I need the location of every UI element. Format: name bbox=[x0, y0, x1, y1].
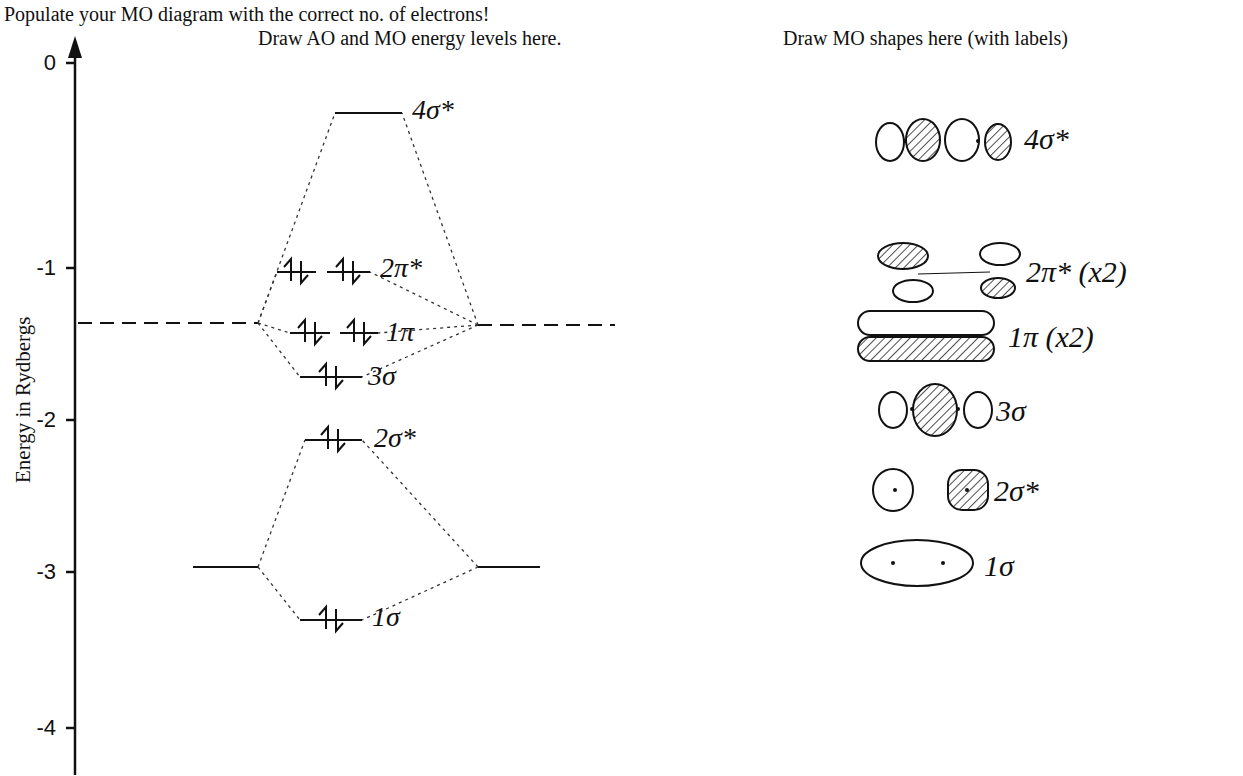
mo-shape-label: 3σ bbox=[996, 394, 1026, 427]
electron-arrow bbox=[336, 366, 343, 388]
axis-tick-label: 0 bbox=[44, 51, 56, 75]
mo-level-label: 2π* bbox=[380, 253, 422, 284]
column-heading: Draw MO shapes here (with labels) bbox=[783, 27, 1068, 49]
mo-level-label: 3σ bbox=[368, 361, 396, 392]
mo-level-label: 1σ bbox=[372, 602, 400, 633]
instruction-title: Populate your MO diagram with the correc… bbox=[4, 3, 489, 25]
axis-title: Energy in Rydbergs bbox=[12, 317, 35, 483]
electron-arrow bbox=[319, 364, 326, 386]
electron-arrow bbox=[321, 427, 328, 449]
nucleus-dots bbox=[891, 139, 980, 565]
electron-arrows bbox=[284, 259, 371, 631]
mo-shape-label: 2σ* bbox=[994, 474, 1039, 507]
ao-levels bbox=[78, 323, 615, 567]
mo-shapes bbox=[858, 119, 1020, 586]
mo-shape-label: 1σ bbox=[984, 549, 1014, 582]
electron-arrow bbox=[298, 320, 305, 342]
mo-shape-label: 1π (x2) bbox=[1008, 320, 1094, 353]
axis-tick-label: -3 bbox=[36, 560, 56, 584]
electron-arrow bbox=[336, 609, 343, 631]
electron-arrow bbox=[353, 261, 360, 283]
axis-tick-label: -1 bbox=[36, 256, 56, 280]
electron-arrow bbox=[315, 322, 322, 344]
mo-levels bbox=[277, 113, 402, 620]
electron-arrow bbox=[301, 261, 308, 283]
mo-level-label: 1π bbox=[386, 317, 414, 348]
electron-arrow bbox=[338, 429, 345, 451]
axis-arrowhead bbox=[68, 36, 82, 58]
electron-arrow bbox=[347, 320, 354, 342]
electron-arrow bbox=[364, 322, 371, 344]
mo-shape-label: 2π* (x2) bbox=[1026, 255, 1127, 288]
correlation-lines bbox=[258, 113, 478, 620]
electron-arrow bbox=[319, 607, 326, 629]
mo-level-label: 4σ* bbox=[412, 95, 454, 126]
axis-tick-label: -2 bbox=[36, 408, 56, 432]
axis-tick-label: -4 bbox=[36, 716, 56, 740]
energy-axis bbox=[66, 50, 75, 775]
electron-arrow bbox=[336, 259, 343, 281]
mo-level-label: 2σ* bbox=[374, 423, 416, 454]
electron-arrow bbox=[284, 259, 291, 281]
mo-shape-label: 4σ* bbox=[1024, 122, 1069, 155]
column-heading: Draw AO and MO energy levels here. bbox=[258, 27, 561, 49]
